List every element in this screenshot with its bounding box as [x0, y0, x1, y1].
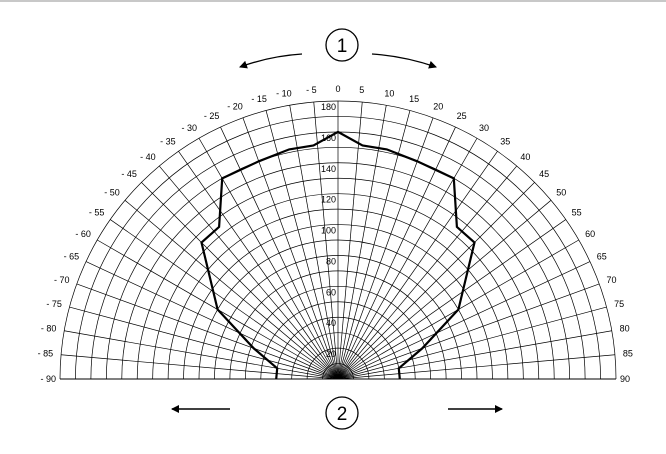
angle-label: - 55 — [89, 208, 105, 218]
grid-spoke — [337, 354, 615, 380]
grid-spoke — [337, 165, 517, 380]
angle-label: 55 — [572, 208, 582, 218]
angle-label: 65 — [597, 251, 607, 261]
angle-label: 70 — [607, 275, 617, 285]
marker-top-circle — [325, 28, 359, 62]
angle-label: 35 — [500, 136, 510, 146]
angle-label: - 25 — [204, 111, 220, 121]
grid-spoke — [337, 126, 456, 380]
radial-label: 160 — [321, 133, 336, 143]
radial-label: 60 — [326, 287, 336, 297]
angle-label: - 10 — [276, 88, 292, 98]
grid-spoke — [337, 306, 607, 380]
grid-spoke — [61, 354, 339, 380]
rotate-right-arrow — [371, 53, 437, 69]
grid-spoke — [110, 219, 339, 380]
marker-bottom-circle — [325, 396, 359, 430]
angle-label: 75 — [614, 299, 624, 309]
angle-label: 90 — [620, 374, 630, 384]
grid-spoke — [178, 151, 339, 380]
grid-spoke — [141, 182, 339, 380]
angle-label: - 65 — [64, 251, 80, 261]
radial-label: 20 — [326, 349, 336, 359]
top-border — [0, 0, 666, 2]
angle-label: - 15 — [251, 94, 267, 104]
angle-label: 50 — [556, 188, 566, 198]
grid-spoke — [69, 306, 339, 380]
angle-label: 5 — [359, 85, 364, 95]
angle-label: - 80 — [41, 324, 57, 334]
grid-spoke — [265, 110, 339, 380]
angle-label: - 60 — [75, 229, 91, 239]
marker-top-label: 1 — [337, 36, 348, 57]
angle-label: - 85 — [38, 349, 54, 359]
angle-label: 80 — [620, 324, 630, 334]
radial-label: 100 — [321, 226, 336, 236]
grid-spoke — [85, 261, 339, 380]
grid-spoke — [337, 105, 387, 380]
angle-label: - 20 — [227, 102, 243, 112]
grid-spoke — [337, 151, 498, 380]
angle-label: 30 — [479, 123, 489, 133]
polar-grid — [59, 100, 617, 380]
grid-spoke — [337, 219, 566, 380]
angle-label: 40 — [520, 152, 530, 162]
angle-label: 20 — [433, 102, 443, 112]
angle-label: 60 — [585, 229, 595, 239]
grid-spoke — [337, 182, 535, 380]
angle-label: 15 — [409, 94, 419, 104]
angle-label: - 50 — [104, 188, 120, 198]
radial-label: 80 — [326, 256, 336, 266]
grid-spoke — [159, 165, 339, 380]
grid-spoke — [337, 102, 363, 380]
angle-label: - 35 — [160, 136, 176, 146]
marker-bottom-label: 2 — [337, 404, 348, 425]
angle-label: 85 — [623, 349, 633, 359]
grid-spoke — [337, 261, 591, 380]
radial-label: 120 — [321, 195, 336, 205]
grid-spoke — [337, 283, 600, 380]
angle-label: 10 — [384, 88, 394, 98]
grid-spoke — [124, 200, 339, 380]
angle-label: - 70 — [54, 275, 70, 285]
angle-label: - 75 — [46, 299, 62, 309]
angle-labels: - 5 - 10 - 15 - 20 - 25 - 30 - 35 - 40- 45- 50 -… — [38, 84, 633, 384]
grid-spoke — [337, 110, 411, 380]
radial-labels: 20 40 60 80 100 120 140 160 180 — [321, 102, 336, 359]
grid-spoke — [64, 330, 339, 380]
radial-label: 40 — [326, 318, 336, 328]
grid-spoke — [337, 330, 612, 380]
angle-label: 45 — [539, 169, 549, 179]
angle-label: - 5 — [306, 85, 317, 95]
angle-label: - 40 — [140, 152, 156, 162]
rotate-left-arrow — [239, 53, 303, 69]
angle-label: - 90 — [40, 374, 56, 384]
grid-spoke — [289, 105, 339, 380]
angle-label: 0 — [335, 84, 340, 94]
pattern-outline — [200, 130, 476, 380]
grid-spoke — [313, 102, 339, 380]
grid-spoke — [76, 283, 339, 380]
detection-pattern — [200, 130, 476, 380]
angle-label: - 30 — [181, 123, 197, 133]
grid-spoke — [337, 200, 552, 380]
angle-label: 25 — [457, 111, 467, 121]
radial-label: 180 — [321, 102, 336, 112]
radial-label: 140 — [321, 164, 336, 174]
angle-label: - 45 — [121, 169, 137, 179]
